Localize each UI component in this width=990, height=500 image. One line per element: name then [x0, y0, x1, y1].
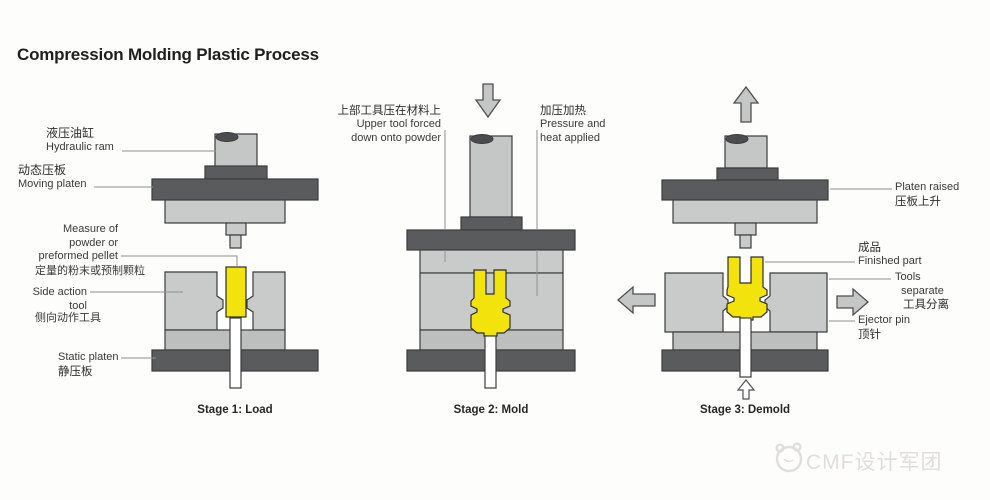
hydraulic-ram-label-zh: 液压油缸: [46, 126, 95, 140]
upper-tool-label-en2: down onto powder: [351, 131, 441, 144]
stage1-caption: Stage 1: Load: [197, 404, 273, 416]
measure-label-en3: preformed pellet: [38, 250, 119, 262]
stage1-upper-tool-step: [225, 222, 247, 236]
stage3-eject-up-arrow-icon: [736, 379, 756, 400]
stage3-caption: Stage 3: Demold: [699, 404, 791, 416]
stage1-mold-right: [246, 271, 286, 331]
stage2-machine: [406, 83, 576, 389]
platen-raised-label: Platen raised 压板上升: [895, 181, 959, 209]
tools-separate-label-en1: Tools: [895, 271, 921, 283]
watermark-text: CMF设计军团: [806, 451, 943, 474]
measure-label-en1: Measure of: [62, 223, 118, 235]
upper-tool-label: 上部工具压在材料上 Upper tool forced down onto po…: [250, 104, 442, 145]
finished-part-label-en: Finished part: [858, 255, 922, 267]
side-action-label-en1: Side action: [32, 286, 87, 298]
platen-raised-label-en: Platen raised: [895, 181, 960, 193]
stage3-ram-cap: [716, 167, 779, 181]
stage1-upper-tool-nub: [229, 234, 242, 249]
stage3-separate-right-arrow-icon: [836, 287, 869, 317]
stage2-press-down-arrow-icon: [474, 83, 502, 119]
stage1-ejector-pin: [229, 317, 242, 389]
finished-part-label: 成品 Finished part: [858, 241, 922, 269]
stage1-ram-top-icon: [215, 132, 239, 142]
pressure-heat-label-en1: Pressure and: [540, 118, 606, 130]
pressure-heat-label-zh: 加压加热: [540, 105, 586, 117]
leader-lines: [90, 130, 892, 359]
moving-platen-label-en: Moving platen: [18, 178, 87, 190]
stage3-moving-platen: [661, 179, 829, 201]
stage2-hydraulic-ram: [469, 135, 513, 218]
stage1-upper-tool: [164, 199, 286, 224]
static-platen-label-en: Static platen: [58, 351, 119, 363]
static-platen-label: Static platen 静压板: [58, 351, 119, 379]
leader-measure-pellet: [121, 255, 238, 266]
stage2-molded-part: [470, 269, 511, 337]
measure-label: Measure of powder or preformed pellet: [0, 223, 119, 264]
measure-label-zh: 定量的粉末或预制颗粒: [35, 265, 145, 277]
stage1-ram-cap: [204, 165, 268, 180]
stage3-upper-tool-step: [734, 222, 757, 236]
hydraulic-ram-label-en: Hydraulic ram: [46, 141, 114, 153]
side-action-label: Side action tool: [0, 286, 87, 313]
stage3-finished-part: [726, 256, 768, 321]
stage2-upper-tool-in-mold: [419, 249, 564, 274]
stage3-mold-left: [664, 272, 729, 333]
stage2-ejector-pin: [484, 335, 497, 389]
stage2-moving-platen: [406, 229, 576, 251]
tools-separate-label: Tools separate 工具分离: [895, 271, 949, 312]
pressure-heat-label: 加压加热 Pressure and heat applied: [540, 104, 605, 145]
stage3-upper-tool: [672, 199, 818, 224]
stage2-ram-top-icon: [470, 134, 494, 144]
ejector-pin-label-zh: 顶针: [858, 328, 881, 341]
stage3-ram-top-icon: [725, 134, 749, 144]
upper-tool-label-en1: Upper tool forced: [356, 118, 441, 130]
stage3-upper-tool-nub: [739, 234, 752, 249]
tools-separate-label-en2: separate: [901, 284, 944, 297]
stage3-raise-up-arrow-icon: [732, 85, 760, 123]
tools-separate-label-zh: 工具分离: [903, 299, 949, 311]
moving-platen-label-zh: 动态压板: [18, 163, 67, 177]
stage1-moving-platen: [151, 178, 319, 201]
finished-part-label-zh: 成品: [858, 242, 881, 254]
page-title: Compression Molding Plastic Process: [17, 45, 319, 64]
ejector-pin-label-en: Ejector pin: [858, 314, 910, 326]
stage2-caption: Stage 2: Mold: [453, 404, 529, 416]
upper-tool-label-zh: 上部工具压在材料上: [337, 105, 442, 117]
platen-raised-label-zh: 压板上升: [895, 195, 941, 208]
measure-label-en2: powder or: [69, 236, 118, 249]
stage3-mold-right: [764, 272, 828, 333]
watermark-logo-icon: [775, 442, 803, 473]
static-platen-label-zh: 静压板: [58, 365, 93, 378]
stage1-mold-left: [164, 271, 224, 331]
side-action-label-en2: tool: [69, 299, 87, 312]
stage3-machine: [617, 85, 869, 400]
hydraulic-ram-label: 液压油缸 Hydraulic ram: [46, 126, 114, 155]
stage3-separate-left-arrow-icon: [617, 285, 656, 315]
side-action-label-zh: 侧向动作工具: [35, 312, 101, 324]
pressure-heat-label-en2: heat applied: [540, 131, 600, 144]
stage2-ram-cap: [460, 216, 523, 231]
stage1-machine: [151, 132, 319, 389]
ejector-pin-label: Ejector pin 顶针: [858, 314, 910, 342]
stage1-lower-block: [164, 329, 286, 351]
stage1-powder-pellet: [225, 266, 247, 318]
stage3-ejector-pin: [739, 317, 752, 378]
moving-platen-label: 动态压板 Moving platen: [18, 163, 87, 192]
